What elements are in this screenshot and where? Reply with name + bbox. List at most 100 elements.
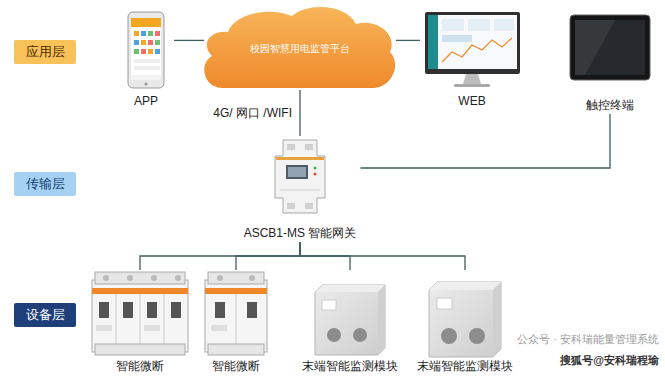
monitor-module-illustration: [315, 285, 385, 355]
node-caption: 智能微断: [212, 360, 260, 374]
monitor-illustration-part: [463, 74, 481, 84]
gateway-node: ASCB1-MS 智能网关: [240, 136, 361, 242]
phone-illustration-part: [148, 49, 153, 54]
layer-band: 传输层: [14, 172, 76, 196]
breaker-node: 智能微断: [90, 270, 190, 376]
gateway-illustration-part: [314, 167, 317, 170]
breaker-4p-illustration: [92, 272, 188, 355]
phone-illustration-part: [134, 40, 139, 45]
breaker-4p-illustration-part: [92, 280, 188, 352]
breaker-4p-illustration-part: [95, 344, 185, 355]
platform-cloud: 校园智慧用电监管平台: [204, 2, 396, 90]
caption-holder: 智能微断: [90, 360, 190, 374]
gateway-illustration-part: [276, 157, 324, 160]
breaker-node: 智能微断: [200, 270, 272, 376]
caption-holder: ASCB1-MS 智能网关: [240, 226, 361, 240]
breaker-4p-illustration-part: [164, 294, 165, 344]
breaker-4p-illustration-part: [175, 275, 181, 281]
breaker-4p-illustration-part: [151, 275, 157, 281]
monitor-module-illustration-part: [469, 328, 485, 344]
monitor-module-illustration-part: [353, 328, 367, 342]
monitor-module-illustration-part: [493, 282, 501, 357]
breaker-4p-illustration-part: [140, 294, 141, 344]
breaker-2p-illustration-part: [211, 325, 227, 331]
layer-band: 设备层: [14, 303, 76, 327]
monitor-module-illustration-part: [315, 285, 385, 292]
phone-illustration-part: [131, 18, 161, 27]
caption-holder: 末端智能监测模块: [413, 360, 517, 374]
connector-line: [236, 242, 300, 270]
breaker-2p-illustration-part: [205, 288, 267, 294]
breaker-4p-illustration-part: [95, 272, 185, 284]
phone-illustration-part: [134, 31, 139, 36]
phone-illustration-part: [148, 40, 153, 45]
module-node: 末端智能监测模块: [298, 270, 402, 376]
breaker-2p-illustration-part: [247, 302, 257, 318]
breaker-4p-illustration-part: [171, 302, 181, 318]
edge-label: 4G/ 网口 /WIFI: [211, 106, 294, 120]
phone-illustration-part: [141, 49, 146, 54]
breaker-4p-illustration-part: [127, 275, 133, 281]
phone-illustration: [128, 12, 164, 88]
breaker-2p-illustration-part: [215, 302, 225, 318]
monitor-illustration-part: [442, 35, 472, 42]
breaker-2p-illustration-part: [205, 280, 267, 352]
breaker-4p-illustration-part: [103, 275, 109, 281]
monitor-illustration-part: [428, 15, 438, 69]
phone-illustration-part: [131, 18, 161, 80]
phone-illustration-part: [155, 31, 160, 36]
phone-illustration-part: [148, 31, 153, 36]
breaker-4p-illustration-part: [116, 294, 117, 344]
touch-terminal-illustration-part: [575, 20, 615, 75]
caption-holder: WEB: [420, 94, 524, 108]
cloud-shape: [204, 7, 395, 88]
monitor-illustration-part: [425, 12, 520, 74]
gateway-illustration-part: [287, 203, 295, 209]
breaker-4p-illustration-part: [147, 302, 157, 318]
monitor-module-illustration-part: [322, 300, 336, 310]
monitor-module-illustration-part: [441, 328, 457, 344]
gateway-illustration-part: [286, 165, 308, 179]
phone-illustration-part: [134, 66, 160, 70]
phone-illustration-part: [155, 49, 160, 54]
phone-illustration-part: [131, 75, 161, 80]
monitor-illustration-part: [454, 84, 490, 87]
node-caption: WEB: [458, 94, 485, 108]
node-text: 设备层: [26, 308, 65, 323]
node-text: 应用层: [26, 45, 65, 60]
layer-band: 应用层: [14, 40, 76, 64]
terminal-node: 触控终端: [564, 10, 656, 114]
monitor-module-illustration-part: [437, 298, 452, 309]
breaker-2p-illustration-part: [208, 344, 264, 355]
node-caption: 智能微断: [116, 360, 164, 374]
monitor-illustration-part: [494, 19, 514, 31]
web-node: WEB: [420, 10, 524, 110]
monitor-illustration-part: [468, 19, 490, 31]
breaker-2p-illustration-part: [217, 275, 223, 281]
gateway-illustration-part: [288, 167, 306, 177]
cloud-shape-part: [204, 7, 395, 88]
connector-line: [174, 40, 204, 41]
touch-terminal-illustration-part: [570, 15, 650, 80]
connector-line: [396, 40, 420, 41]
breaker-4p-illustration-part: [99, 302, 109, 318]
breaker-2p-illustration: [205, 272, 267, 355]
node-caption: 末端智能监测模块: [302, 360, 398, 374]
gateway-illustration-part: [305, 203, 313, 209]
node-caption: 触控终端: [586, 98, 634, 112]
monitor-illustration-part: [442, 38, 512, 62]
app-node: APP: [118, 10, 174, 110]
touch-terminal-illustration: [570, 15, 650, 80]
monitor-illustration-part: [442, 19, 464, 31]
monitor-module-illustration-part: [315, 285, 385, 355]
gateway-illustration: [275, 140, 325, 213]
breaker-4p-illustration-part: [96, 325, 112, 331]
breaker-4p-illustration-part: [123, 302, 133, 318]
breaker-2p-illustration-part: [236, 294, 237, 344]
connector-line: [361, 114, 611, 168]
gateway-illustration-part: [305, 144, 313, 150]
node-caption: ASCB1-MS 智能网关: [244, 226, 357, 240]
caption-holder: 末端智能监测模块: [298, 360, 402, 374]
phone-illustration-part: [141, 31, 146, 36]
